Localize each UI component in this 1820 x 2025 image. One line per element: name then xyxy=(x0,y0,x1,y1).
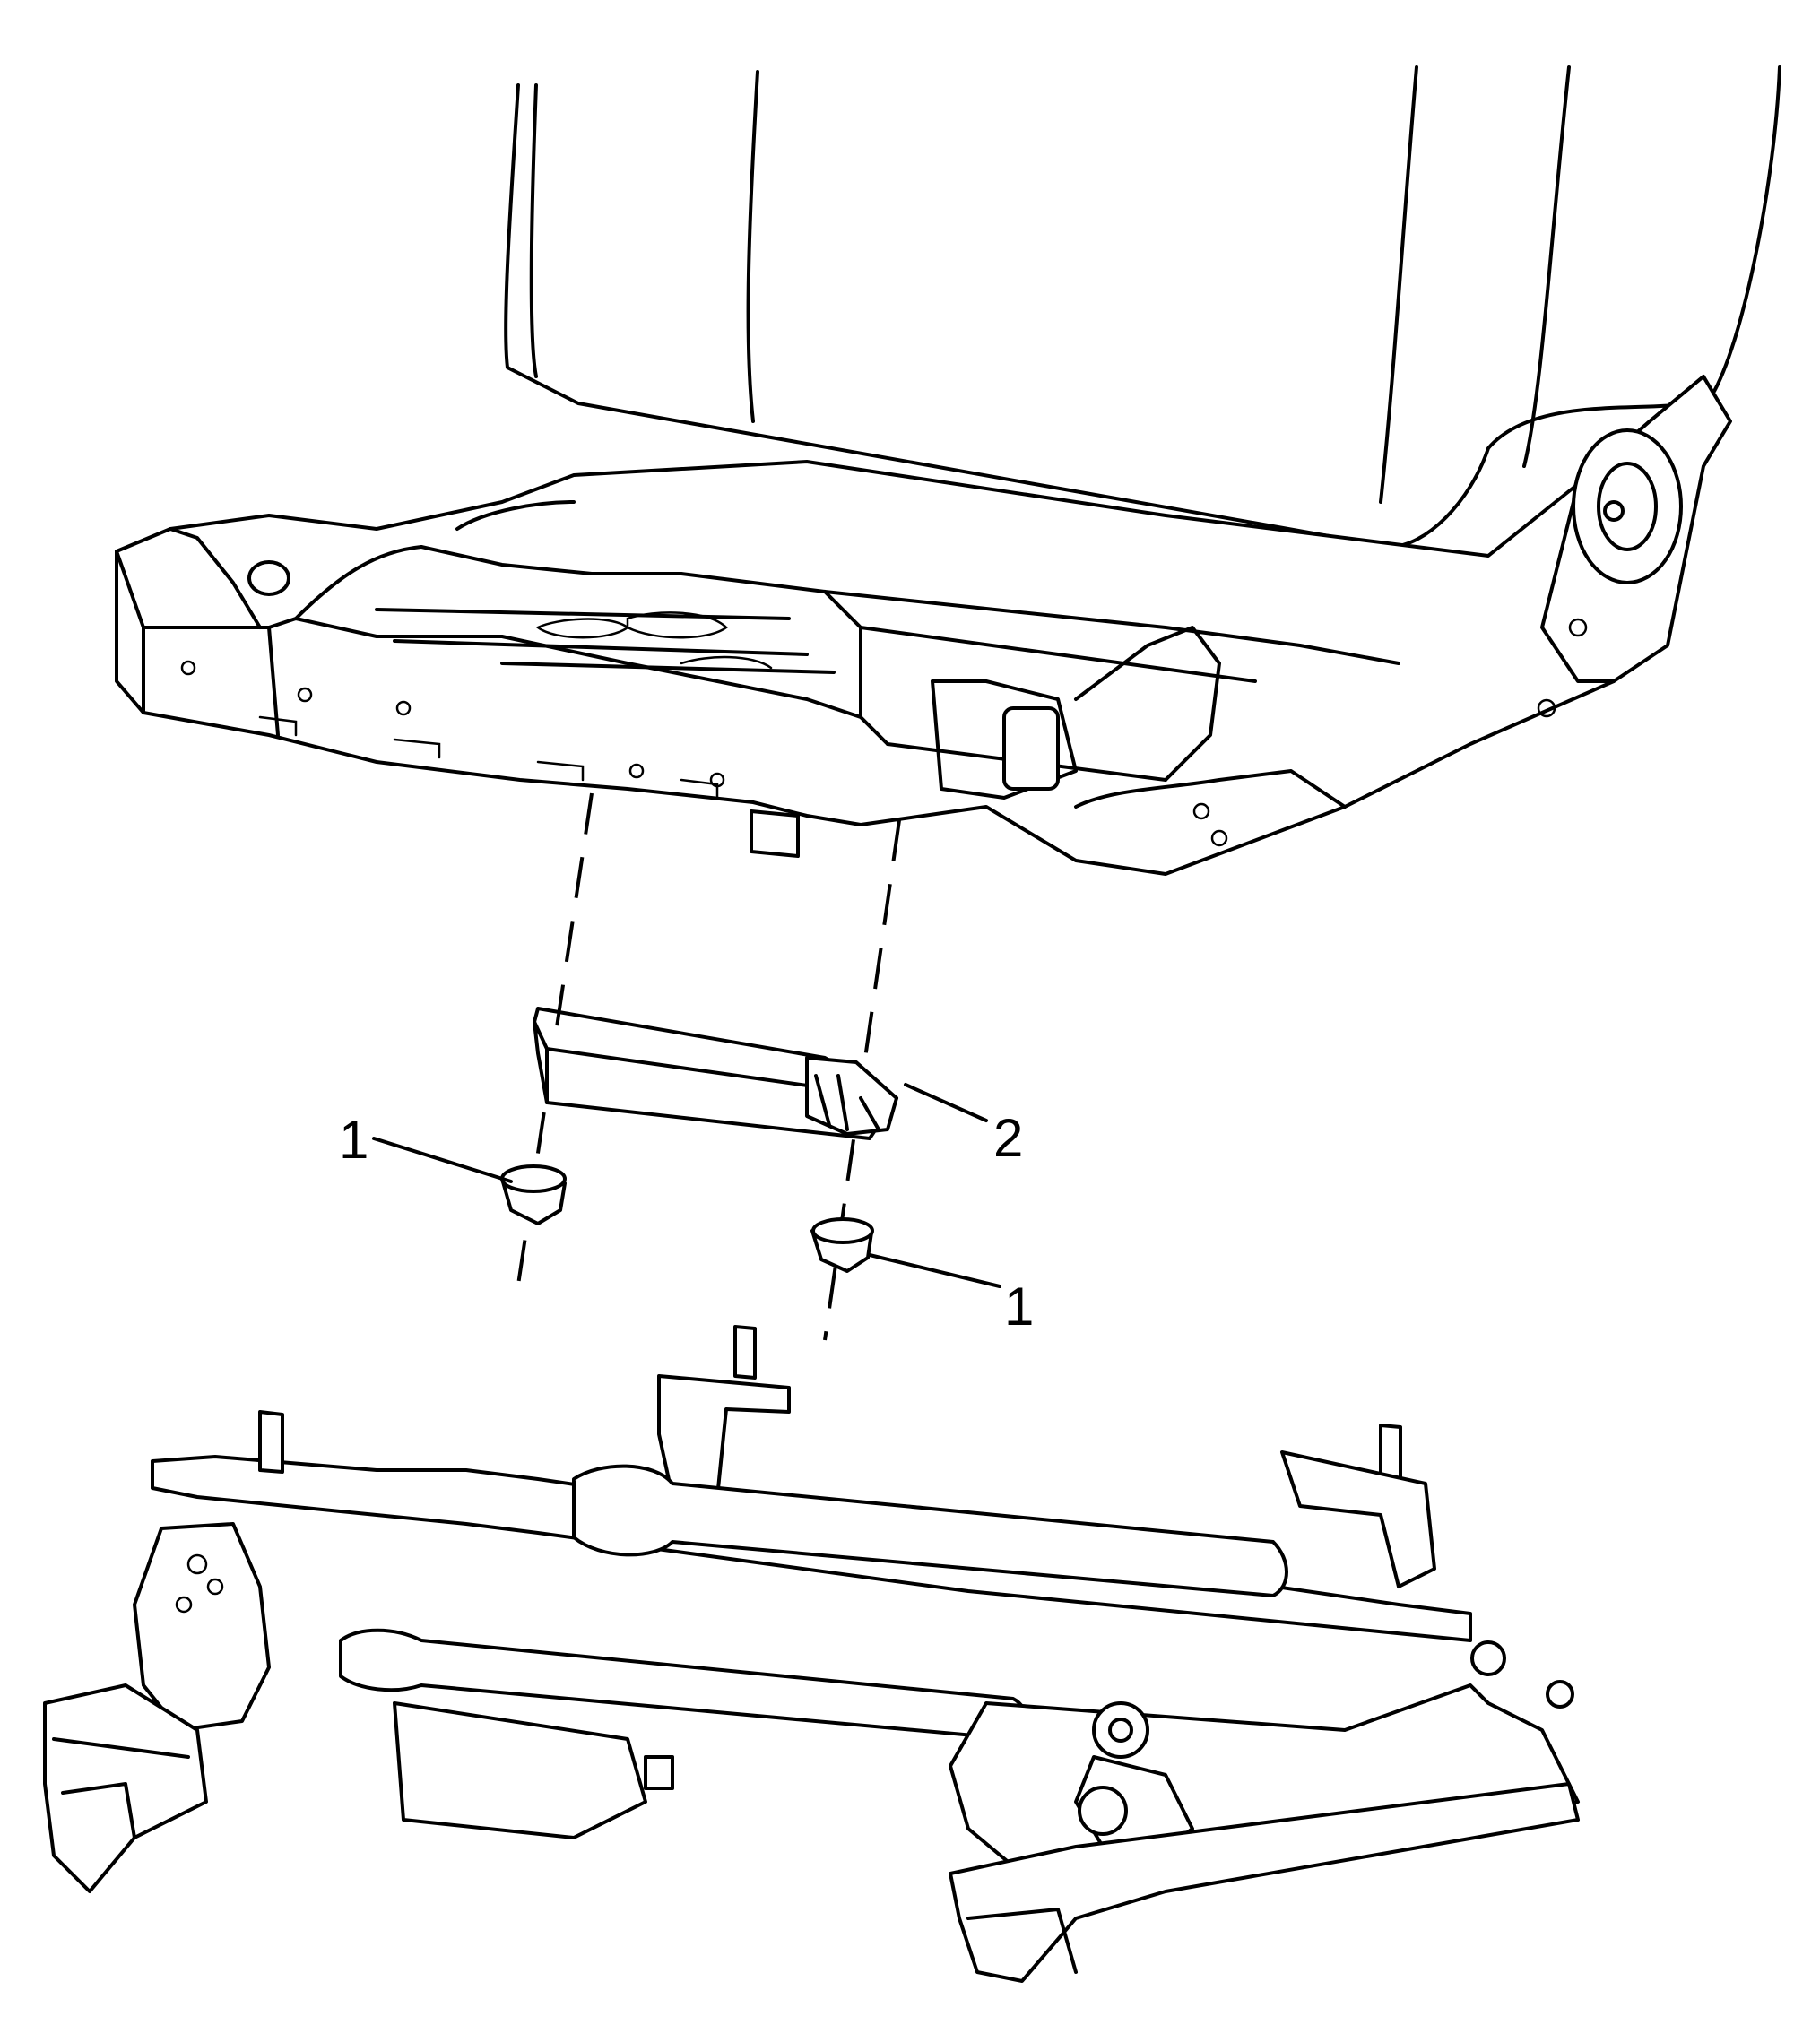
callout-2: 2 xyxy=(993,1108,1023,1168)
bracket-part xyxy=(533,1007,898,1140)
nut-right xyxy=(810,1217,874,1273)
leader-lines xyxy=(372,1083,1001,1288)
callout-1-left: 1 xyxy=(339,1110,368,1170)
seat-adjuster-track xyxy=(43,1325,1580,1983)
nut-left xyxy=(500,1164,567,1225)
callout-1-right: 1 xyxy=(1004,1276,1034,1337)
seat-cushion-frame xyxy=(115,65,1781,876)
